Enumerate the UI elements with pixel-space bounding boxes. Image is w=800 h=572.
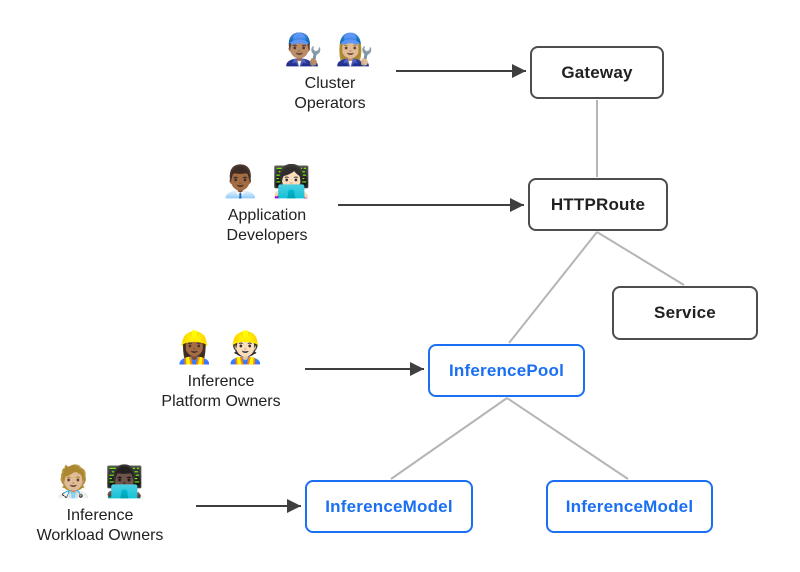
node-label: InferenceModel	[325, 496, 453, 516]
persona-inference-workload-owners: 🧑🏼‍⚕️ 👨🏿‍💻 Inference Workload Owners	[4, 462, 196, 546]
node-label: InferencePool	[448, 360, 565, 380]
edge-inference-pool-to-inference-model-2	[506, 397, 629, 480]
node-inference-pool: InferencePool	[428, 344, 585, 397]
node-inference-model-1: InferenceModel	[305, 480, 473, 533]
node-service: Service	[612, 286, 758, 340]
node-inference-model-2: InferenceModel	[546, 480, 713, 533]
edge-inference-pool-to-inference-model-1	[390, 397, 508, 480]
persona-label: Cluster	[304, 75, 356, 92]
persona-label: Inference	[187, 373, 255, 390]
persona-label: Platform Owners	[161, 393, 281, 410]
persona-label: Inference	[66, 507, 134, 524]
node-label: HTTPRoute	[550, 194, 646, 214]
developers-emoji-icon: 👨🏾‍💼 👩🏻‍💻	[221, 164, 313, 199]
workload-owners-emoji-icon: 🧑🏼‍⚕️ 👨🏿‍💻	[54, 464, 146, 499]
node-label: Service	[654, 303, 716, 322]
persona-cluster-operators: 👨🏽‍🔧 👩🏼‍🔧 Cluster Operators	[245, 30, 415, 114]
edge-httproute-to-inference-pool	[508, 231, 598, 344]
mechanics-emoji-icon: 👨🏽‍🔧 👩🏼‍🔧	[284, 32, 376, 67]
node-label: Gateway	[561, 62, 633, 82]
persona-label: Application	[227, 207, 307, 224]
node-label: InferenceModel	[565, 496, 694, 516]
construction-workers-emoji-icon: 👷🏾‍♀️ 👷🏻	[175, 330, 267, 365]
persona-label: Developers	[226, 227, 308, 244]
edge-httproute-to-service	[596, 231, 685, 286]
persona-label: Operators	[294, 95, 366, 112]
persona-inference-platform-owners: 👷🏾‍♀️ 👷🏻 Inference Platform Owners	[121, 328, 321, 412]
persona-application-developers: 👨🏾‍💼 👩🏻‍💻 Application Developers	[182, 162, 352, 246]
persona-label: Workload Owners	[36, 527, 164, 544]
node-gateway: Gateway	[530, 46, 664, 99]
node-httproute: HTTPRoute	[528, 178, 668, 231]
